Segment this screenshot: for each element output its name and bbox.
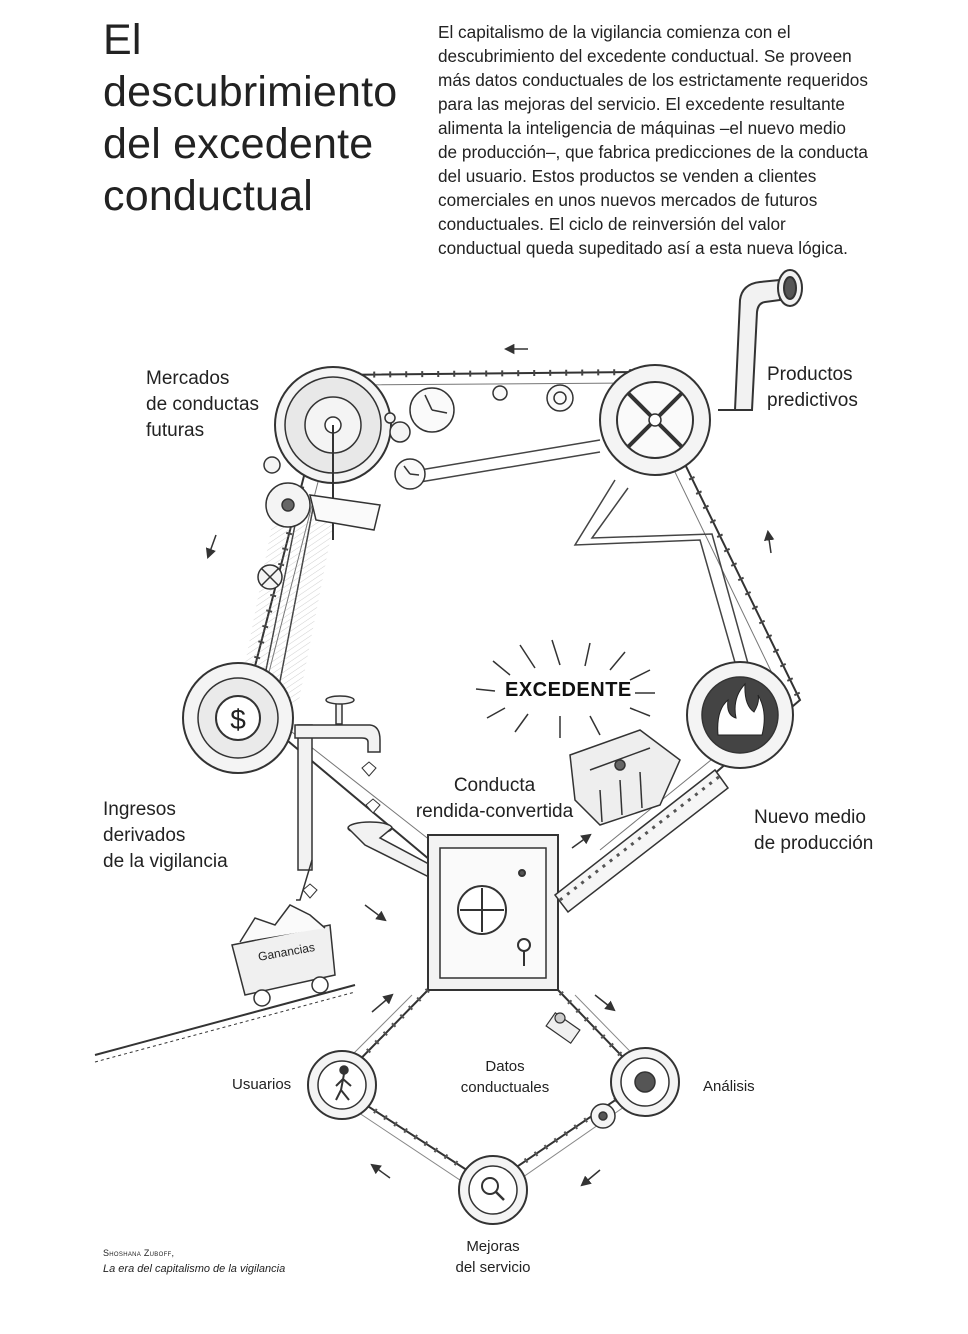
intro-line: El capitalismo de la vigilancia comienza…: [438, 22, 791, 42]
excedente-burst: [475, 639, 655, 738]
svg-text:$: $: [230, 704, 246, 735]
credit-book: La era del capitalismo de la vigilancia: [103, 1263, 286, 1275]
production-conveyor: [553, 768, 730, 914]
markets-gear: [274, 366, 392, 540]
label-line: Nuevo medio: [754, 807, 866, 828]
label-line: de la vigilancia: [103, 851, 228, 872]
label-line: predictivos: [767, 390, 858, 411]
label-line: del servicio: [455, 1259, 531, 1276]
clock-icon: [394, 384, 574, 490]
small-gear: [257, 412, 411, 590]
label-line: de producción: [754, 833, 874, 854]
fire-gear: [686, 661, 794, 769]
label-productos: Productos predictivos: [767, 362, 858, 414]
rail-shading: [239, 491, 338, 704]
flow-arrows: [205, 343, 775, 1187]
intro-line: del usuario. Estos productos se venden a…: [438, 166, 817, 186]
intro-line: descubrimiento del excedente conductual.…: [438, 46, 852, 66]
intro-line: conductuales. El ciclo de reinversión de…: [438, 214, 786, 234]
label-line: Ingresos: [103, 799, 176, 820]
output-pipe: [718, 269, 803, 411]
label-line: conductuales: [460, 1079, 550, 1096]
label-line: Mercados: [146, 368, 230, 389]
service-gear: [458, 1155, 528, 1225]
safe-icon: [427, 834, 559, 991]
label-analisis: Análisis: [703, 1076, 755, 1097]
excedente-label: EXCEDENTE: [505, 679, 632, 701]
predictive-products-gear: [599, 364, 711, 476]
label-line: Análisis: [703, 1078, 755, 1095]
label-line: rendida-convertida: [415, 801, 574, 822]
title-line: del excedente: [103, 120, 374, 168]
label-ingresos: Ingresos derivados de la vigilancia: [103, 797, 228, 875]
analysis-gear: [590, 1047, 680, 1129]
users-gear: [307, 1050, 377, 1120]
intro-line: conductual queda supeditado así a esta n…: [438, 238, 848, 258]
credit: Shoshana Zuboff, La era del capitalismo …: [103, 1245, 285, 1277]
label-line: Mejoras: [466, 1238, 520, 1255]
label-usuarios: Usuarios: [232, 1074, 291, 1095]
profits-cart: [94, 904, 356, 1063]
label-nuevo-medio: Nuevo medio de producción: [754, 805, 873, 857]
label-line: Datos: [485, 1058, 525, 1075]
faucet-icon: [294, 695, 381, 901]
intro-line: de producción–, que fabrica predicciones…: [438, 142, 868, 162]
intro-line: comerciales en unos nuevos mercados de f…: [438, 190, 818, 210]
production-machine: [569, 729, 681, 826]
data-cart: [545, 1012, 581, 1044]
intro-line: para las mejoras del servicio. El excede…: [438, 94, 845, 114]
intro-paragraph: El capitalismo de la vigilancia comienza…: [438, 20, 898, 260]
credit-author: Shoshana Zuboff,: [103, 1248, 175, 1258]
label-line: futuras: [146, 420, 205, 441]
label-mercados: Mercados de conductas futuras: [146, 366, 259, 444]
revenue-gear: $: [182, 662, 294, 774]
title-line: conductual: [103, 172, 313, 220]
label-line: Usuarios: [232, 1076, 292, 1093]
title-line: El descubrimiento: [103, 16, 398, 116]
label-datos: Datos conductuales: [455, 1056, 555, 1098]
intro-line: más datos conductuales de los estrictame…: [438, 70, 868, 90]
label-line: de conductas: [146, 394, 260, 415]
intro-line: alimenta la inteligencia de máquinas –el…: [438, 118, 846, 138]
label-mejoras: Mejoras del servicio: [443, 1236, 543, 1278]
label-line: Productos: [767, 364, 853, 385]
label-conducta: Conducta rendida-convertida: [412, 773, 577, 825]
label-line: derivados: [103, 825, 186, 846]
label-line: Conducta: [453, 775, 536, 796]
falling-diamonds: [302, 761, 381, 899]
page-title: El descubrimiento del excedente conductu…: [103, 14, 433, 222]
